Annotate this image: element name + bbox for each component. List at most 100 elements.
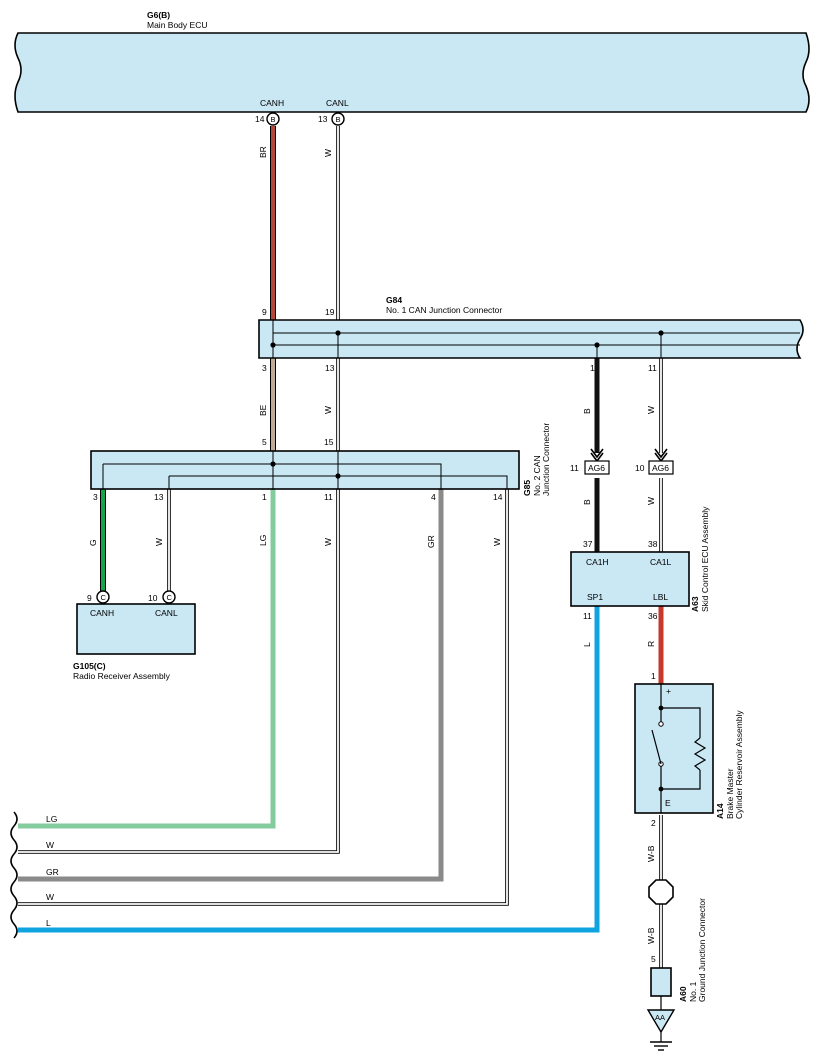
g85-name: No. 2 CAN bbox=[532, 455, 542, 496]
wire-lg bbox=[18, 489, 276, 829]
left-wire-label: W bbox=[46, 892, 54, 902]
g85-pin: 15 bbox=[324, 437, 334, 447]
a63-pin-sig: SP1 bbox=[587, 592, 603, 602]
wire-label-be: BE bbox=[258, 404, 268, 416]
a63-pin: 36 bbox=[648, 611, 658, 621]
ground-icon: AA bbox=[646, 1009, 676, 1051]
g84-pin: 3 bbox=[262, 363, 267, 373]
g105-pin-num: 10 bbox=[148, 593, 158, 603]
g6-pin-canh: CANH 14 B bbox=[255, 98, 284, 126]
g105-pin-sig: CANL bbox=[155, 608, 178, 618]
wire-label-b: B bbox=[582, 408, 592, 414]
g84-name: No. 1 CAN Junction Connector bbox=[386, 305, 502, 315]
g84-pin: 13 bbox=[325, 363, 335, 373]
g105-pin-sig: CANH bbox=[90, 608, 114, 618]
a60-pin: 5 bbox=[651, 954, 656, 964]
g6-pin-conn: B bbox=[271, 115, 276, 124]
ag6-label: AG6 bbox=[588, 463, 605, 473]
left-wire-label: LG bbox=[46, 814, 57, 824]
wire-gr bbox=[18, 489, 444, 882]
g85-pin: 1 bbox=[262, 492, 267, 502]
g84-pin: 19 bbox=[325, 307, 335, 317]
g85-pin: 11 bbox=[324, 492, 333, 502]
a14-pin: 1 bbox=[651, 671, 656, 681]
g6-code: G6(B) bbox=[147, 10, 170, 20]
g105-name: Radio Receiver Assembly bbox=[73, 671, 171, 681]
g6-name: Main Body ECU bbox=[147, 20, 207, 30]
wire-label-w: W bbox=[154, 538, 164, 546]
g105-code: G105(C) bbox=[73, 661, 106, 671]
a63-name: Skid Control ECU Assembly bbox=[700, 506, 710, 612]
a63-code: A63 bbox=[690, 596, 700, 612]
ag6-pin: 10 bbox=[635, 463, 645, 473]
wire-label-b: B bbox=[582, 499, 592, 505]
wire-label-w: W bbox=[646, 406, 656, 414]
g85-code: G85 bbox=[522, 480, 532, 496]
wire-label-w-b: W-B bbox=[646, 845, 656, 862]
g85-pin: 4 bbox=[431, 492, 436, 502]
ground-junction-connector[interactable]: 5 A60 No. 1 Ground Junction Connector bbox=[650, 898, 707, 1002]
wire-label-w: W bbox=[323, 149, 333, 157]
g85-pin: 3 bbox=[93, 492, 98, 502]
left-wire-label: L bbox=[46, 918, 51, 928]
reed-switch-symbol bbox=[651, 684, 707, 813]
wire-label-gr: GR bbox=[426, 535, 436, 548]
g6-pin-num: 13 bbox=[318, 114, 328, 124]
g84-pin: 1 bbox=[590, 363, 595, 373]
main-body-ecu[interactable]: G6(B) Main Body ECU bbox=[14, 10, 810, 113]
g84-code: G84 bbox=[386, 295, 402, 305]
wire-label-w-b: W-B bbox=[646, 927, 656, 944]
a63-pin-sig: CA1H bbox=[586, 557, 609, 567]
g6-pin-num: 14 bbox=[255, 114, 265, 124]
g6-pin-sig: CANL bbox=[326, 98, 349, 108]
a63-pin: 37 bbox=[583, 539, 593, 549]
g84-pin: 11 bbox=[648, 363, 657, 373]
a63-pin-sig: LBL bbox=[653, 592, 668, 602]
wire-label-w: W bbox=[323, 406, 333, 414]
g105-pin-10: 10 C bbox=[148, 590, 176, 604]
wire-w-left-1 bbox=[18, 489, 340, 854]
radio-receiver-assembly[interactable]: CANH CANL G105(C) Radio Receiver Assembl… bbox=[73, 603, 196, 681]
ag6-connector-2: AG6 10 bbox=[635, 448, 674, 475]
a60-code: A60 bbox=[678, 986, 688, 1002]
g84-junction-connector[interactable]: G84 No. 1 CAN Junction Connector bbox=[258, 295, 804, 359]
g6-pin-canl: CANL 13 B bbox=[318, 98, 349, 126]
a60-name: No. 1 bbox=[688, 981, 698, 1002]
a63-pin: 38 bbox=[648, 539, 658, 549]
g85-junction-connector[interactable]: G85 No. 2 CAN Junction Connector bbox=[90, 423, 551, 496]
a14-pin: 2 bbox=[651, 818, 656, 828]
a14-name: Cylinder Reservoir Assembly bbox=[734, 710, 744, 819]
g85-name: Junction Connector bbox=[541, 423, 551, 496]
g105-pin-conn: C bbox=[101, 593, 107, 602]
ag6-connector-1: AG6 11 bbox=[570, 448, 610, 475]
a63-pin: 11 bbox=[583, 611, 592, 621]
wire-label-g: G bbox=[88, 539, 98, 546]
ag6-label: AG6 bbox=[652, 463, 669, 473]
wire-label-w: W bbox=[492, 538, 502, 546]
wire-break-mark bbox=[10, 811, 18, 939]
wire-label-w: W bbox=[323, 538, 333, 546]
a60-name: Ground Junction Connector bbox=[697, 898, 707, 1002]
g85-pin: 5 bbox=[262, 437, 267, 447]
skid-control-ecu[interactable]: CA1H CA1L SP1 LBL A63 Skid Control ECU A… bbox=[570, 506, 710, 612]
left-wire-label: W bbox=[46, 840, 54, 850]
ag6-pin: 11 bbox=[570, 463, 579, 473]
splice-point bbox=[648, 879, 674, 905]
brake-master-cylinder-reservoir[interactable]: + E A14 Brake Master Cylinder Reservoir … bbox=[634, 683, 744, 819]
g105-pin-num: 9 bbox=[87, 593, 92, 603]
g105-pin-9: 9 C bbox=[87, 590, 110, 604]
a14-code: A14 bbox=[715, 803, 725, 819]
a14-name: Brake Master bbox=[725, 768, 735, 819]
ground-label: AA bbox=[655, 1013, 665, 1022]
g85-pin: 13 bbox=[154, 492, 164, 502]
a14-e: E bbox=[665, 798, 671, 808]
g6-pin-sig: CANH bbox=[260, 98, 284, 108]
wire-label-lg: LG bbox=[258, 535, 268, 546]
g105-pin-conn: C bbox=[167, 593, 173, 602]
wire-label-w: W bbox=[646, 497, 656, 505]
wire-w-left-2 bbox=[18, 489, 509, 906]
g6-pin-conn: B bbox=[336, 115, 341, 124]
left-wire-label: GR bbox=[46, 867, 59, 877]
a14-plus: + bbox=[666, 686, 671, 696]
